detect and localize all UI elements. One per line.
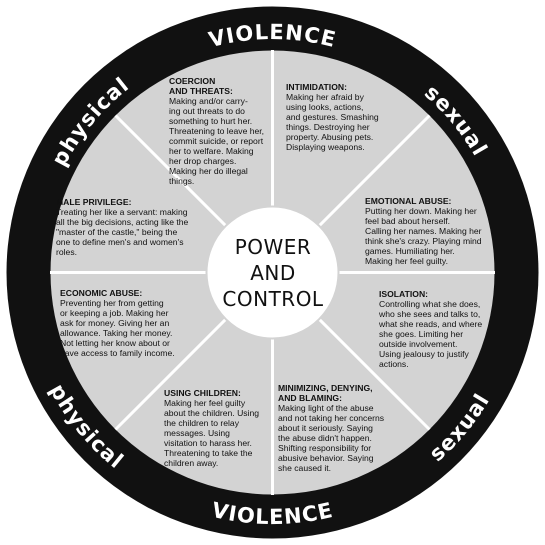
- section-body-line: all the big decisions, acting like the: [56, 217, 189, 227]
- section-body-line: games. Humiliating her.: [365, 246, 455, 256]
- section-economic-abuse: ECONOMIC ABUSE: Preventing her from gett…: [60, 288, 195, 358]
- section-body-line: "master of the castle," being the: [56, 227, 178, 237]
- spoke-upper-left: [114, 114, 228, 228]
- section-title: MALE PRIVILEGE:: [56, 197, 132, 207]
- section-body-line: children away.: [164, 458, 219, 468]
- section-body-line: who she sees and talks to,: [379, 309, 481, 319]
- section-body-line: using looks, actions,: [286, 102, 364, 112]
- section-body-line: what she reads, and where: [379, 319, 483, 329]
- section-body-line: Making and/or carry-: [169, 96, 248, 106]
- section-male-privilege: MALE PRIVILEGE: Treating her like a serv…: [56, 197, 206, 257]
- spoke-lower-left: [114, 317, 228, 431]
- center-hub: [205, 205, 340, 340]
- section-body-line: one to define men's and women's: [56, 237, 184, 247]
- section-body-line: have access to family income.: [60, 348, 175, 358]
- section-body-line: outside involvement.: [379, 339, 458, 349]
- section-title: ISOLATION:: [379, 289, 429, 299]
- section-body-line: Treating her like a servant: making: [56, 207, 188, 217]
- section-body-line: her to welfare. Making: [169, 146, 254, 156]
- section-body-line: visitation to harass her.: [164, 438, 252, 448]
- section-minimizing-denying-blaming: MINIMIZING, DENYING, AND BLAMING: Making…: [278, 383, 396, 473]
- section-body-line: and not taking her concerns: [278, 413, 385, 423]
- section-body-line: property. Abusing pets.: [286, 132, 374, 142]
- section-title: ECONOMIC ABUSE:: [60, 288, 143, 298]
- section-body-line: she goes. Limiting her: [379, 329, 464, 339]
- section-body-line: her drop charges.: [169, 156, 237, 166]
- section-emotional-abuse: EMOTIONAL ABUSE: Putting her down. Makin…: [365, 196, 495, 266]
- section-body-line: and gestures. Smashing: [286, 112, 379, 122]
- section-intimidation: INTIMIDATION: Making her afraid by using…: [286, 82, 398, 152]
- section-body-line: ask for money. Giving her an: [60, 318, 170, 328]
- section-body-line: ing out threats to do: [169, 106, 245, 116]
- section-body-line: something to hurt her.: [169, 116, 253, 126]
- section-coercion-threats: COERCION AND THREATS: Making and/or carr…: [169, 76, 279, 186]
- section-body-line: the abuse didn't happen.: [278, 433, 372, 443]
- section-body-line: Making her feel guilty.: [365, 256, 448, 266]
- section-body-line: Shifting responsibility for: [278, 443, 372, 453]
- section-title: EMOTIONAL ABUSE:: [365, 196, 452, 206]
- section-body-line: she caused it.: [278, 463, 332, 473]
- section-title: USING CHILDREN:: [164, 388, 241, 398]
- center-line-3: CONTROL: [222, 287, 324, 311]
- section-body-line: Threatening to take the: [164, 448, 253, 458]
- section-title: INTIMIDATION:: [286, 82, 347, 92]
- spoke-upper-right: [317, 114, 431, 228]
- section-body-line: feel bad about herself.: [365, 216, 451, 226]
- section-body-line: Calling her names. Making her: [365, 226, 482, 236]
- section-title-line-2: AND BLAMING:: [278, 393, 342, 403]
- section-body-line: actions.: [379, 359, 409, 369]
- section-body-line: abusive behavior. Saying: [278, 453, 374, 463]
- section-title-line-1: COERCION: [169, 76, 216, 86]
- section-body-line: Controlling what she does,: [379, 299, 481, 309]
- section-body-line: Making her do illegal: [169, 166, 248, 176]
- section-body-line: Preventing her from getting: [60, 298, 164, 308]
- section-body-line: or keeping a job. Making her: [60, 308, 169, 318]
- section-body-line: things. Destroying her: [286, 122, 370, 132]
- section-body-line: about it seriously. Saying: [278, 423, 373, 433]
- spokes: [50, 50, 495, 495]
- section-isolation: ISOLATION: Controlling what she does, wh…: [379, 289, 499, 369]
- section-title-line-1: MINIMIZING, DENYING,: [278, 383, 373, 393]
- spoke-lower-right: [317, 317, 431, 431]
- section-body-line: Making light of the abuse: [278, 403, 374, 413]
- section-body-line: Not letting her know about or: [60, 338, 170, 348]
- section-using-children: USING CHILDREN: Making her feel guilty a…: [164, 388, 272, 468]
- section-body-line: think she's crazy. Playing mind: [365, 236, 482, 246]
- section-body-line: Putting her down. Making her: [365, 206, 477, 216]
- section-body-line: roles.: [56, 247, 78, 257]
- section-body-line: commit suicide, or report: [169, 136, 264, 146]
- section-body-line: Making her afraid by: [286, 92, 364, 102]
- section-body-line: Using jealousy to justify: [379, 349, 469, 359]
- section-title-line-2: AND THREATS:: [169, 86, 233, 96]
- section-body-line: messages. Using: [164, 428, 230, 438]
- section-body-line: Threatening to leave her,: [169, 126, 265, 136]
- section-body-line: allowance. Taking her money.: [60, 328, 173, 338]
- section-body-line: Displaying weapons.: [286, 142, 365, 152]
- section-body-line: about the children. Using: [164, 408, 260, 418]
- section-body-line: Making her feel guilty: [164, 398, 246, 408]
- center-title: POWER AND CONTROL: [198, 207, 348, 339]
- center-line-2: AND: [250, 261, 296, 285]
- section-body-line: the children to relay: [164, 418, 239, 428]
- center-line-1: POWER: [234, 235, 312, 259]
- section-body-line: things.: [169, 176, 195, 186]
